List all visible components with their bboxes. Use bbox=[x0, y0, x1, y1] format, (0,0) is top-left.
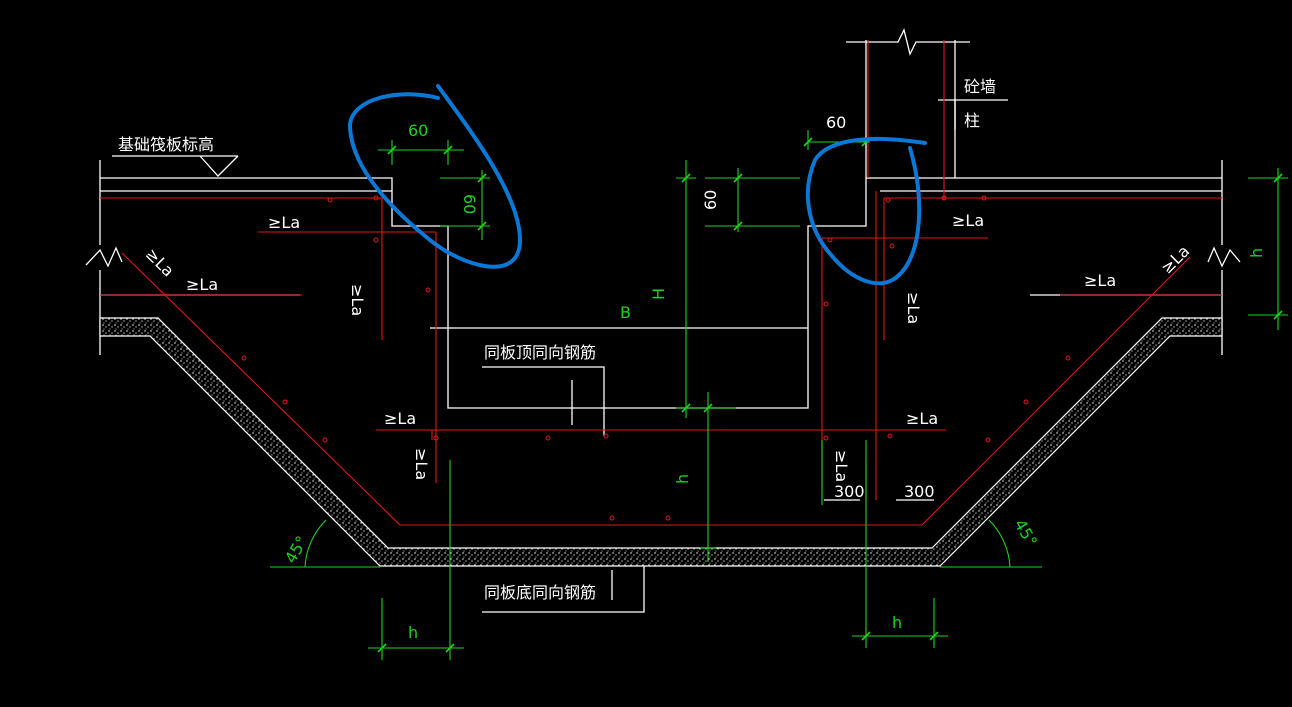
label-la-2: ≥La bbox=[186, 275, 218, 294]
dim-45-left: 45° bbox=[281, 533, 312, 567]
dim-60-vert-right: 60 bbox=[701, 190, 720, 210]
gravel-cushion bbox=[99, 317, 1223, 567]
label-la-9: ≥La bbox=[1157, 241, 1193, 277]
label-la-5: ≥La bbox=[384, 409, 416, 428]
dim-h-bottom-left: h bbox=[408, 623, 418, 642]
label-bottom-rebar: 同板底同向钢筋 bbox=[484, 583, 596, 602]
label-column: 柱 bbox=[964, 111, 980, 130]
dim-60-top-left: 60 bbox=[408, 121, 428, 140]
label-la-3: ≥La bbox=[142, 244, 178, 280]
label-la-12: ≥La bbox=[832, 450, 851, 482]
label-la-7: ≥La bbox=[952, 211, 984, 230]
dim-h-center: h bbox=[673, 474, 692, 484]
dim-60-vert-left: 60 bbox=[460, 194, 479, 214]
dim-45-right: 45° bbox=[1010, 516, 1041, 550]
label-la-10: ≥La bbox=[904, 292, 923, 324]
rebar-lines bbox=[100, 40, 1222, 526]
label-la-1: ≥La bbox=[268, 213, 300, 232]
label-top-rebar: 同板顶同向钢筋 bbox=[484, 343, 596, 362]
label-la-11: ≥La bbox=[906, 409, 938, 428]
dim-60-top-right: 60 bbox=[826, 113, 846, 132]
dimension-ticks bbox=[377, 137, 1283, 653]
label-base-elevation: 基础筏板标高 bbox=[118, 135, 214, 154]
dim-h-right: h bbox=[1247, 248, 1266, 258]
label-la-8: ≥La bbox=[1084, 271, 1116, 290]
dim-B: B bbox=[620, 303, 631, 322]
markup-circle-left bbox=[347, 84, 523, 269]
dim-h-bottom-right: h bbox=[892, 613, 902, 632]
label-la-4: ≥La bbox=[348, 284, 367, 316]
dimension-lines bbox=[270, 130, 1288, 660]
markup-annotations bbox=[347, 84, 927, 286]
markup-circle-right bbox=[805, 136, 927, 286]
label-wall: 砼墙 bbox=[964, 77, 996, 96]
dim-H: H bbox=[649, 288, 668, 300]
label-300-left: 300 bbox=[834, 482, 865, 501]
label-300-right: 300 bbox=[904, 482, 935, 501]
label-la-6: ≥La bbox=[412, 448, 431, 480]
